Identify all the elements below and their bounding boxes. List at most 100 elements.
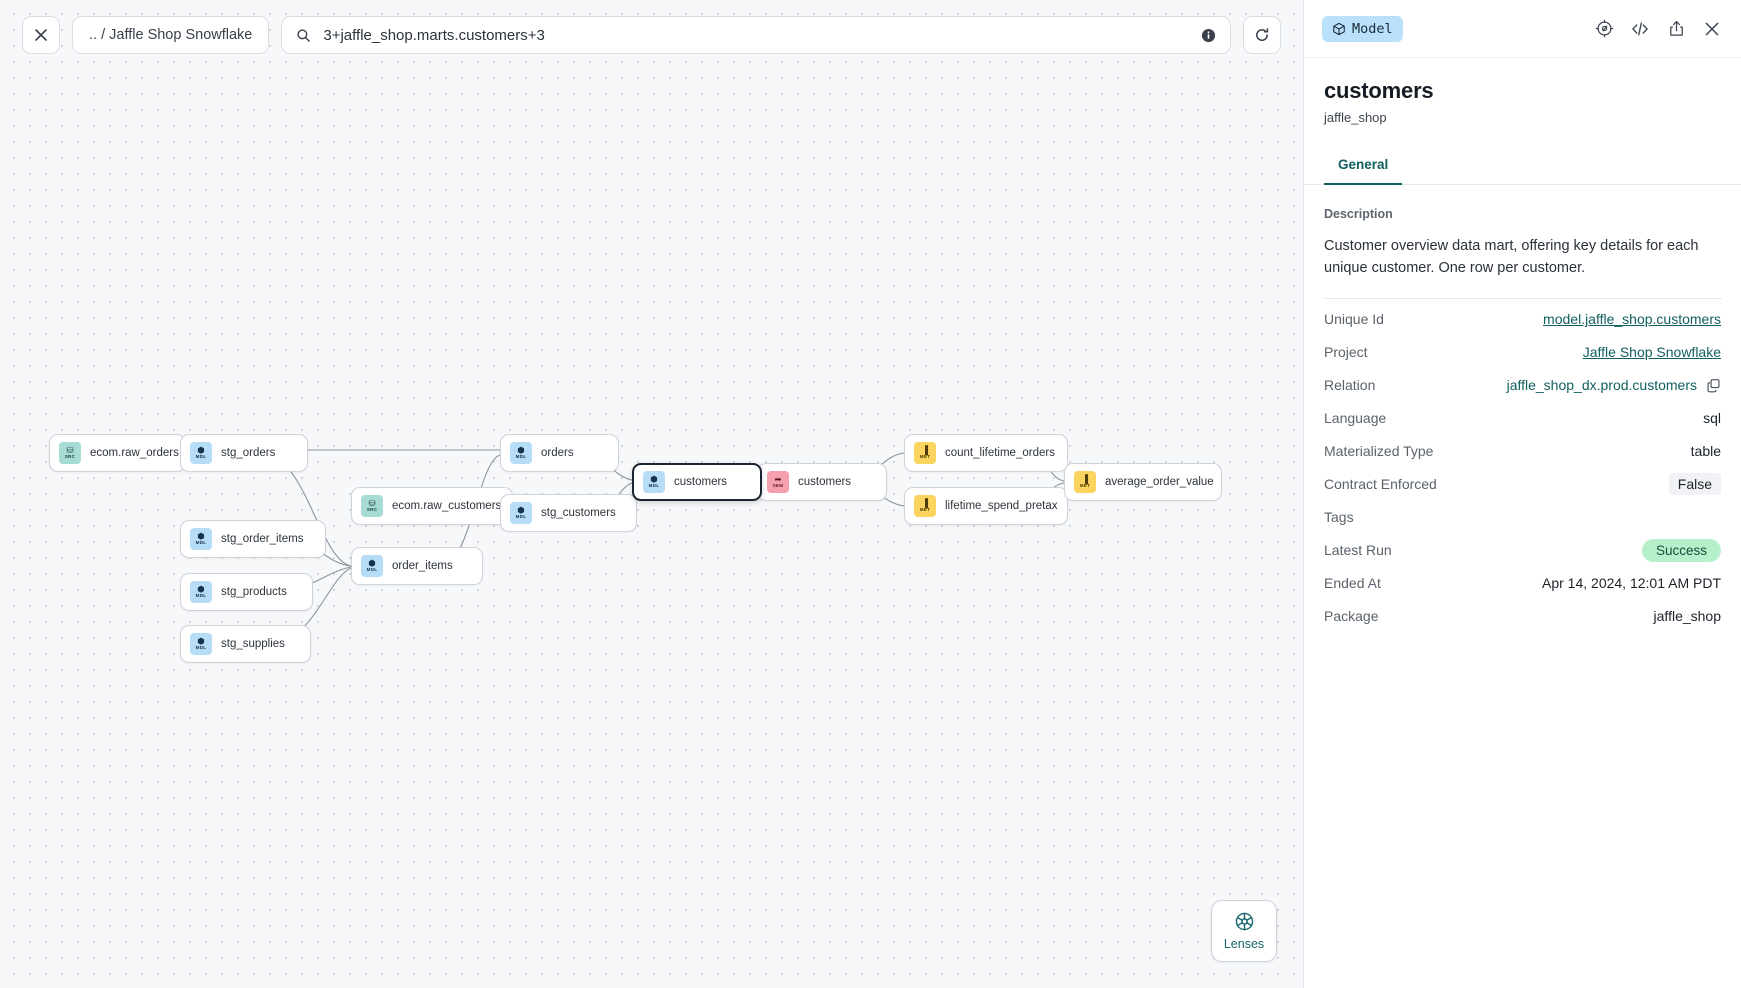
metadata-value-link[interactable]: Jaffle Shop Snowflake — [1582, 344, 1721, 361]
share-icon[interactable] — [1663, 16, 1689, 42]
graph-node-label: ecom.raw_orders — [90, 447, 179, 459]
close-icon[interactable] — [1699, 16, 1725, 42]
graph-node-label: ecom.raw_customers — [392, 500, 502, 512]
graph-node-label: stg_customers — [541, 507, 616, 519]
code-icon[interactable] — [1627, 16, 1653, 42]
graph-node-label: stg_supplies — [221, 638, 285, 650]
aperture-icon — [1234, 911, 1255, 932]
metadata-value-group: jaffle_shop — [1654, 608, 1721, 624]
graph-node-label: stg_orders — [221, 447, 276, 459]
src-badge-icon: ⛁SRC — [361, 495, 383, 517]
graph-node-label: lifetime_spend_pretax — [945, 500, 1058, 512]
metadata-row: Unique Id model.jaffle_shop.customers — [1324, 303, 1721, 336]
metadata-value: jaffle_shop_dx.prod.customers — [1506, 377, 1697, 394]
metadata-row: Package jaffle_shop — [1324, 600, 1721, 633]
metadata-value: Success — [1641, 538, 1721, 562]
sem-badge-icon: ➦SEM — [767, 471, 789, 493]
graph-node-label: customers — [674, 476, 728, 488]
page-title: customers — [1324, 78, 1434, 103]
details-panel: Model — [1303, 0, 1741, 988]
metadata-value-group: model.jaffle_shop.customers — [1543, 311, 1721, 327]
refresh-button[interactable] — [1243, 16, 1281, 54]
info-icon[interactable] — [1201, 28, 1216, 43]
metadata-row: Contract Enforced False — [1324, 468, 1721, 501]
graph-node-stg_supplies[interactable]: ⬢MDL stg_supplies — [180, 625, 311, 663]
search-icon — [296, 28, 311, 43]
tab-general[interactable]: General — [1324, 151, 1403, 185]
met-badge-icon: ▐MET — [914, 495, 936, 517]
metadata-row: Project Jaffle Shop Snowflake — [1324, 336, 1721, 369]
graph-node-label: customers — [798, 476, 852, 488]
compass-icon[interactable] — [1591, 16, 1617, 42]
search-input-value[interactable]: 3+jaffle_shop.marts.customers+3 — [323, 26, 545, 44]
panel-subtitle: jaffle_shop — [1324, 110, 1387, 125]
graph-node-label: count_lifetime_orders — [945, 447, 1055, 459]
metadata-row: Materialized Type table — [1324, 435, 1721, 468]
metadata-value-group: table — [1691, 443, 1721, 459]
divider — [1324, 297, 1721, 299]
copy-icon[interactable] — [1706, 378, 1721, 393]
graph-node-stg_orders[interactable]: ⬢MDL stg_orders — [180, 434, 308, 472]
metadata-value-group: sql — [1703, 410, 1721, 426]
metadata-value-group: Jaffle Shop Snowflake — [1583, 344, 1721, 360]
graph-node-customers_semantic[interactable]: ➦SEM customers — [757, 463, 887, 501]
src-badge-icon: ⛁SRC — [59, 442, 81, 464]
graph-node-label: stg_products — [221, 586, 287, 598]
metadata-value: False — [1668, 473, 1721, 496]
cube-icon — [1332, 22, 1346, 36]
graph-node-ecom_raw_customers[interactable]: ⛁SRC ecom.raw_customers — [351, 487, 513, 525]
lineage-graph-canvas[interactable]: ⛁SRC ecom.raw_orders ⬢MDL stg_orders ⬢MDL stg… — [0, 0, 1303, 988]
resource-type-label: Model — [1352, 20, 1393, 37]
resource-type-chip: Model — [1322, 15, 1403, 42]
mdl-badge-icon: ⬢MDL — [190, 633, 212, 655]
panel-header: customers jaffle_shop — [1304, 58, 1741, 125]
metadata-key: Relation — [1324, 377, 1376, 394]
description-text: Customer overview data mart, offering ke… — [1324, 238, 1699, 277]
metadata-value: table — [1690, 443, 1721, 460]
metadata-key: Latest Run — [1324, 542, 1392, 559]
metadata-value: Apr 14, 2024, 12:01 AM PDT — [1542, 575, 1721, 592]
graph-node-stg_order_items[interactable]: ⬢MDL stg_order_items — [180, 520, 326, 558]
mdl-badge-icon: ⬢MDL — [643, 471, 665, 493]
metadata-key: Contract Enforced — [1324, 476, 1437, 493]
metadata-key: Package — [1324, 608, 1379, 625]
graph-node-label: stg_order_items — [221, 533, 304, 545]
graph-node-label: average_order_value — [1105, 476, 1214, 488]
metadata-key: Language — [1324, 410, 1387, 427]
mdl-badge-icon: ⬢MDL — [190, 581, 212, 603]
graph-node-lifetime_spend_pretax[interactable]: ▐MET lifetime_spend_pretax — [904, 487, 1068, 525]
graph-node-ecom_raw_orders[interactable]: ⛁SRC ecom.raw_orders — [49, 434, 186, 472]
metadata-value-group: jaffle_shop_dx.prod.customers — [1507, 377, 1721, 393]
metadata-value-group: False — [1668, 473, 1721, 496]
graph-node-stg_products[interactable]: ⬢MDL stg_products — [180, 573, 313, 611]
mdl-badge-icon: ⬢MDL — [190, 442, 212, 464]
breadcrumb[interactable]: .. / Jaffle Shop Snowflake — [72, 16, 270, 54]
description-label: Description — [1324, 207, 1393, 221]
metadata-value: sql — [1703, 410, 1721, 427]
search-input[interactable]: 3+jaffle_shop.marts.customers+3 — [281, 16, 1231, 54]
refresh-icon — [1254, 27, 1270, 43]
metadata-value-link[interactable]: model.jaffle_shop.customers — [1543, 311, 1721, 328]
mdl-badge-icon: ⬢MDL — [190, 528, 212, 550]
metadata-key: Unique Id — [1324, 311, 1384, 328]
lenses-button[interactable]: Lenses — [1211, 900, 1277, 962]
mdl-badge-icon: ⬢MDL — [361, 555, 383, 577]
close-graph-button[interactable] — [22, 16, 60, 54]
metadata-key: Project — [1324, 344, 1368, 361]
close-icon — [34, 28, 48, 42]
metadata-value: jaffle_shop — [1653, 608, 1721, 625]
metadata-row: Latest Run Success — [1324, 534, 1721, 567]
panel-toolbar: Model — [1304, 0, 1741, 58]
graph-node-customers_model[interactable]: ⬢MDL customers — [632, 463, 762, 501]
metadata-key: Materialized Type — [1324, 443, 1434, 460]
panel-tabs: General — [1304, 151, 1741, 185]
mdl-badge-icon: ⬢MDL — [510, 502, 532, 524]
panel-body: Description Customer overview data mart,… — [1304, 185, 1741, 988]
graph-node-stg_customers[interactable]: ⬢MDL stg_customers — [500, 494, 637, 532]
